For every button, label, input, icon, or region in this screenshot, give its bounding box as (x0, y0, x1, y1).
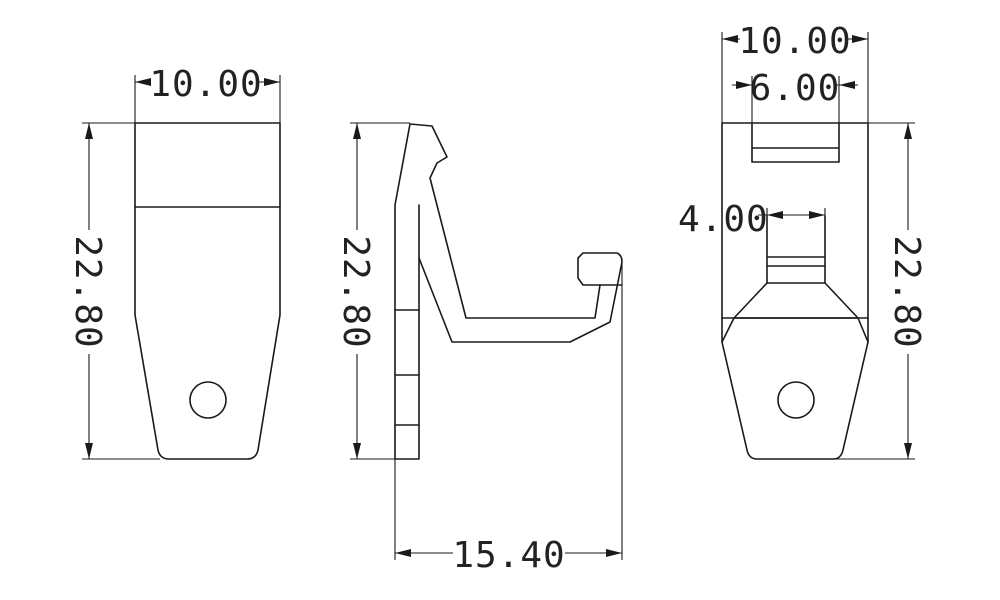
back-height-label: 22.80 (886, 235, 927, 348)
front-height-label: 22.80 (67, 235, 108, 348)
back-slot-arrow-right (839, 81, 855, 89)
front-height-text-mask (70, 230, 108, 354)
back-post-arrow-left (767, 211, 783, 219)
front-view-outline (134, 122, 281, 460)
side-height-arrow-top (353, 123, 361, 139)
back-view: 10.00 6.00 4.00 22.80 (678, 21, 927, 460)
back-view-flare (721, 282, 869, 343)
side-view: 22.80 15.40 (335, 122, 623, 576)
side-depth-text-mask (453, 535, 565, 571)
side-view-hook-profile (394, 123, 623, 460)
back-view-slot (751, 122, 840, 163)
back-slot-text-mask (754, 68, 836, 104)
front-view-hole (189, 381, 227, 419)
front-width-arrow-left (135, 78, 151, 86)
back-width-text-mask (740, 21, 848, 57)
back-height-arrow-bottom (904, 443, 912, 459)
back-view-outline (721, 122, 869, 460)
side-depth-arrow-right (606, 549, 622, 557)
front-height-arrow-top (85, 123, 93, 139)
front-width-label: 10.00 (149, 64, 262, 105)
back-slot-arrow-left (736, 81, 752, 89)
side-height-label: 22.80 (335, 235, 376, 348)
back-post-label: 4.00 (678, 199, 769, 240)
back-view-hole (777, 381, 815, 419)
back-height-arrow-top (904, 123, 912, 139)
back-slot-label: 6.00 (750, 68, 841, 109)
back-height-text-mask (889, 230, 927, 354)
side-depth-arrow-left (395, 549, 411, 557)
front-view: 10.00 22.80 (67, 64, 281, 460)
side-height-arrow-bottom (353, 443, 361, 459)
side-depth-label: 15.40 (452, 535, 565, 576)
back-post-arrow-right (809, 211, 825, 219)
back-width-arrow-right (852, 35, 868, 43)
front-width-arrow-right (264, 78, 280, 86)
back-width-label: 10.00 (738, 21, 851, 62)
back-view-post (766, 215, 826, 284)
front-height-arrow-bottom (85, 443, 93, 459)
side-height-text-mask (338, 230, 376, 354)
front-width-text-mask (151, 64, 257, 100)
back-width-arrow-left (722, 35, 738, 43)
